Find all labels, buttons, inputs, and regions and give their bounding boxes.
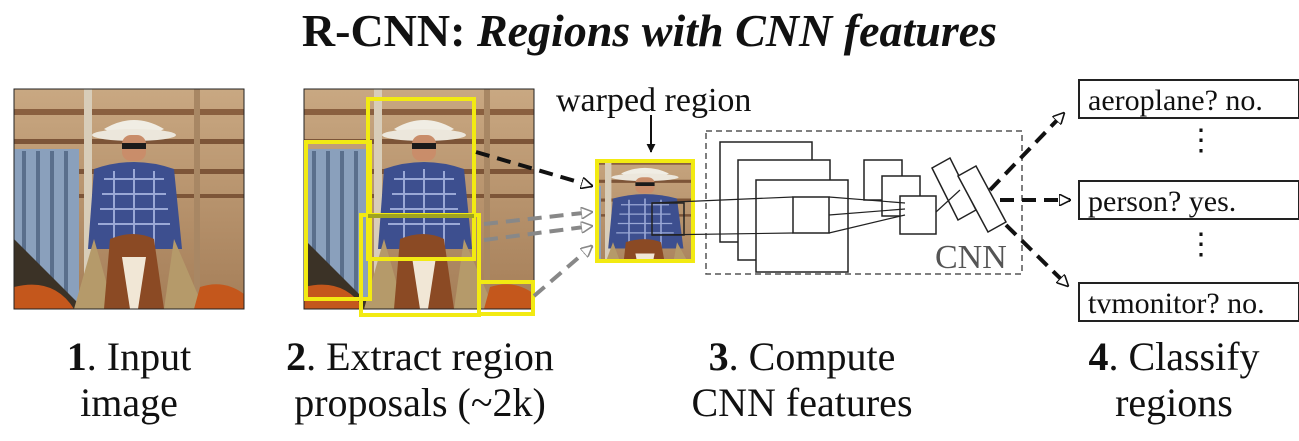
classify-arrows [988, 113, 1070, 286]
classify-arrow-aeroplane [988, 113, 1064, 192]
proposal-arrow-2 [483, 212, 592, 226]
classify-arrow-tvmonitor [1004, 223, 1068, 286]
cnn-kernel-1 [792, 196, 830, 234]
proposal-arrow-4 [532, 246, 592, 298]
input-image [13, 88, 245, 310]
proposals-image [303, 88, 535, 310]
cnn-block [651, 130, 1023, 275]
stage-4-number: 4 [1088, 334, 1109, 379]
stage-2-label: 2. Extract region proposals (~2k) [252, 334, 588, 426]
stage-2-number: 2 [286, 334, 307, 379]
stage-1-line2: image [80, 380, 178, 425]
proposal-box-fence [304, 140, 372, 301]
stage-4-label: 4. Classify regions [1050, 334, 1298, 426]
cnn-label: CNN [935, 239, 1007, 276]
title-bold: R-CNN: [301, 5, 466, 56]
stage-3-line1: . Compute [728, 334, 896, 379]
stage-3-line2: CNN features [691, 380, 913, 425]
cnn-fc-2 [956, 164, 1008, 234]
warped-region-image [595, 159, 695, 263]
diagram-title: R-CNN: Regions with CNN features [0, 4, 1299, 57]
class-ellipsis-1: ⋮ [1186, 124, 1216, 157]
stage-3-label: 3. Compute CNN features [652, 334, 952, 426]
title-italic: Regions with CNN features [476, 5, 998, 56]
cnn-layer-2c [899, 195, 937, 235]
stage-4-line1: . Classify [1108, 334, 1260, 379]
stage-2-line1: . Extract region [306, 334, 554, 379]
proposal-arrow-1 [475, 150, 592, 186]
warped-input-kernel [651, 202, 685, 236]
class-ellipsis-2: ⋮ [1186, 228, 1216, 261]
class-box-person: person? yes. [1078, 180, 1299, 220]
proposal-box-small [477, 280, 535, 316]
proposal-boxes [304, 97, 535, 317]
stage-4-line2: regions [1115, 380, 1233, 425]
stage-1-number: 1 [66, 334, 87, 379]
class-box-aeroplane: aeroplane? no. [1078, 79, 1299, 119]
proposal-arrows [475, 150, 592, 298]
stage-2-line2: proposals (~2k) [294, 380, 546, 425]
warped-region-label: warped region [556, 82, 752, 119]
proposal-arrow-3 [483, 226, 592, 242]
class-box-tvmonitor: tvmonitor? no. [1078, 282, 1299, 322]
stage-1-line1: . Input [86, 334, 192, 379]
stage-1-label: 1. Input image [24, 334, 234, 426]
stage-3-number: 3 [708, 334, 729, 379]
